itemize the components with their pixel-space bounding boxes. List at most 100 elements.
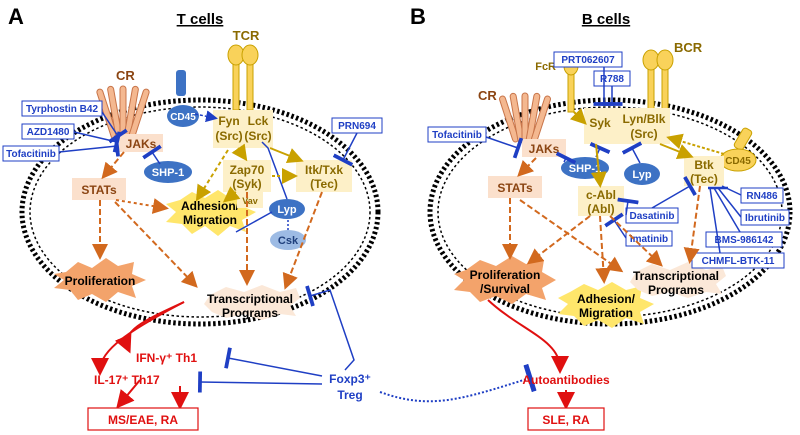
svg-text:c-Abl: c-Abl <box>586 188 616 202</box>
syk-label: Syk <box>589 116 611 130</box>
svg-text:SLE, RA: SLE, RA <box>542 413 590 427</box>
svg-text:Ibrutinib: Ibrutinib <box>745 213 785 224</box>
svg-text:STATs: STATs <box>497 181 533 195</box>
svg-text:CHMFL-BTK-11: CHMFL-BTK-11 <box>702 256 775 267</box>
inhibitor-tyrphostin: Tyrphostin B42 <box>21 100 103 117</box>
svg-text:SHP-1: SHP-1 <box>569 163 601 175</box>
lyp-a <box>269 199 305 219</box>
jaks-box-b <box>522 139 566 157</box>
proliferation-star-b <box>454 256 556 304</box>
svg-text:Itk/Txk: Itk/Txk <box>305 163 343 177</box>
lyp-b <box>624 163 660 185</box>
inhibitor-rn486: RN486 <box>740 187 784 204</box>
svg-text:(Abl): (Abl) <box>587 202 614 216</box>
csk <box>270 230 306 250</box>
cd45-b: CD45 <box>719 127 757 172</box>
cd45-a: CD45 <box>167 70 199 127</box>
panel-b-letter: B <box>410 4 426 29</box>
disease-box-a <box>87 407 199 431</box>
inhibitor-dasatinib: Dasatinib <box>625 207 679 224</box>
tcr-receptor: TCR <box>227 28 260 111</box>
svg-text:Migration: Migration <box>579 306 633 320</box>
svg-text:Tofacitinib: Tofacitinib <box>6 149 56 160</box>
svg-text:STATs: STATs <box>81 183 117 197</box>
cd45-label-a: CD45 <box>170 112 196 123</box>
treg-inhibit-link <box>379 363 537 403</box>
inhibitor-ibrutinib: Ibrutinib <box>740 209 790 226</box>
svg-text:RN486: RN486 <box>746 191 778 202</box>
inhibitor-prn694: PRN694 <box>331 117 383 134</box>
svg-text:Transcriptional: Transcriptional <box>207 292 293 306</box>
panel-a-title: T cells <box>177 11 224 28</box>
inhibitor-tofacitinib-a: Tofacitinib <box>2 145 60 162</box>
cabl-box <box>578 186 624 216</box>
syk-lyn-box <box>584 108 670 144</box>
panel-b: B B cells CR FcR BCR CD45 <box>410 4 793 431</box>
svg-text:Lyp: Lyp <box>632 169 651 181</box>
cr-label-b: CR <box>478 88 497 103</box>
transcriptional-blob-a <box>204 285 300 320</box>
svg-text:CD45: CD45 <box>725 156 751 167</box>
inhibitor-prt062607: PRT062607 <box>553 51 623 68</box>
fcr-label: FcR <box>535 61 556 73</box>
cr-label-a: CR <box>116 68 135 83</box>
svg-text:Zap70: Zap70 <box>230 163 265 177</box>
inhibitor-azd1480: AZD1480 <box>21 123 75 140</box>
transcriptional-blob-b <box>630 262 726 298</box>
panel-b-title: B cells <box>582 11 630 28</box>
ifn-th1-label: IFN-γ⁺ Th1 <box>136 351 197 365</box>
svg-text:R788: R788 <box>600 74 624 85</box>
cr-receptor-a: CR <box>96 68 150 141</box>
inhibitor-tofacitinib-b: Tofacitinib <box>427 126 487 143</box>
disease-box-b <box>527 407 605 431</box>
svg-text:MS/EAE, RA: MS/EAE, RA <box>108 413 178 427</box>
fcr-receptor <box>567 71 575 113</box>
svg-text:(Src): (Src) <box>630 127 657 141</box>
svg-text:Vav: Vav <box>242 196 258 206</box>
svg-text:Adhesion/: Adhesion/ <box>181 199 240 213</box>
panel-a-letter: A <box>8 4 24 29</box>
adhesion-star-b <box>558 282 654 328</box>
svg-text:BMS-986142: BMS-986142 <box>715 235 774 246</box>
fyn-lck-box <box>213 110 273 148</box>
svg-text:Lyn/Blk: Lyn/Blk <box>623 112 666 126</box>
svg-text:(Tec): (Tec) <box>690 172 718 186</box>
bcr-label: BCR <box>674 40 703 55</box>
svg-text:Proliferation: Proliferation <box>65 274 136 288</box>
svg-text:Tyrphostin B42: Tyrphostin B42 <box>26 104 98 115</box>
svg-text:SHP-1: SHP-1 <box>152 167 184 179</box>
inhibitor-r788: R788 <box>593 70 631 87</box>
shp1-a <box>144 161 192 183</box>
bcr-receptor: BCR <box>642 40 703 111</box>
svg-text:(Syk): (Syk) <box>232 177 261 191</box>
cell-membrane-a <box>19 97 381 327</box>
svg-text:Btk: Btk <box>694 158 714 172</box>
svg-text:PRT062607: PRT062607 <box>561 55 615 66</box>
fyn-family-label: (Src) <box>215 129 242 143</box>
svg-text:AZD1480: AZD1480 <box>27 127 70 138</box>
jaks-label-a: JAKs <box>126 137 157 151</box>
svg-text:Imatinib: Imatinib <box>630 234 668 245</box>
svg-text:Migration: Migration <box>183 213 237 227</box>
foxp3-label: Foxp3⁺ <box>329 372 371 386</box>
svg-text:Csk: Csk <box>278 235 299 247</box>
lck-family-label: (Src) <box>244 129 271 143</box>
stats-box-a <box>72 178 126 200</box>
svg-text:Programs: Programs <box>648 283 704 297</box>
inhibitor-chmfl-btk-11: CHMFL-BTK-11 <box>691 252 785 269</box>
svg-text:/Survival: /Survival <box>480 282 530 296</box>
panel-a: A T cells CR CD45 <box>2 4 537 431</box>
svg-text:Adhesion/: Adhesion/ <box>577 292 636 306</box>
svg-text:PRN694: PRN694 <box>338 121 376 132</box>
svg-text:Lyp: Lyp <box>277 204 296 216</box>
autoantibodies-label: Autoantibodies <box>522 373 610 387</box>
tcr-label: TCR <box>233 28 260 43</box>
lck-label: Lck <box>248 114 269 128</box>
stats-box-b <box>488 176 542 198</box>
svg-text:JAKs: JAKs <box>529 142 560 156</box>
svg-text:Programs: Programs <box>222 306 278 320</box>
proliferation-star-a <box>54 258 146 302</box>
treg-label: Treg <box>337 388 362 402</box>
inhibitor-bms986142: BMS-986142 <box>705 231 783 248</box>
